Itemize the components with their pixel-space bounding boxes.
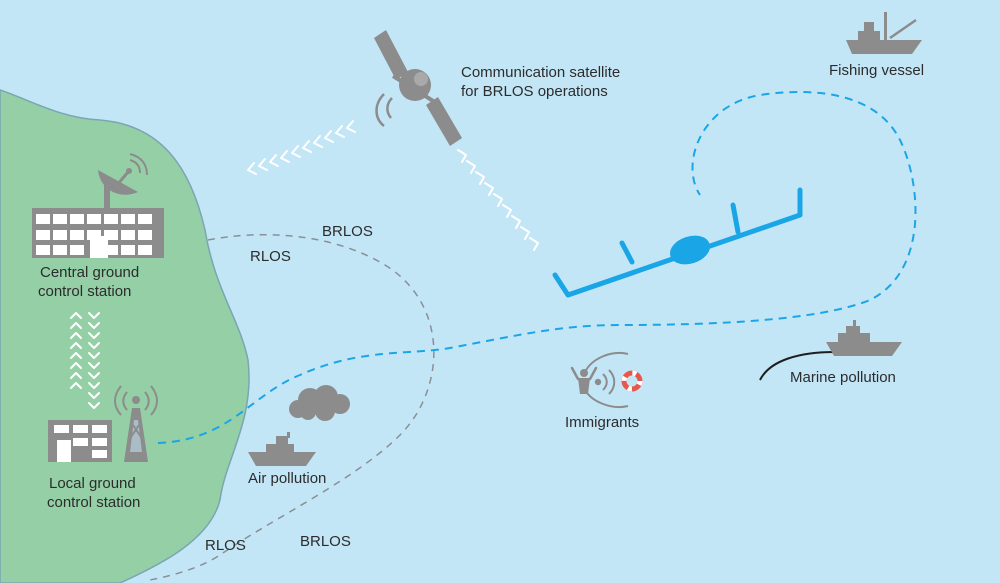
rlos-label-top: RLOS (250, 248, 291, 265)
local-station-building-icon (48, 420, 112, 462)
satellite-icon (374, 30, 462, 146)
central-station-label-line1: Central ground (40, 264, 139, 281)
immigrants-signal-waves (594, 369, 616, 395)
lifebuoy-icon (621, 370, 643, 392)
local-station-label-line2: control station (47, 494, 140, 511)
ship-icon (248, 432, 316, 466)
satellite-dish-icon (98, 153, 148, 210)
drone-flight-path (157, 91, 917, 444)
air-pollution-label: Air pollution (248, 470, 326, 487)
oil-spill-trail (759, 351, 836, 381)
brlos-label-bottom: BRLOS (300, 533, 351, 550)
satellite-signal-right (457, 149, 539, 251)
local-station-label-line1: Local ground (49, 475, 136, 492)
fishing-vessel-label: Fishing vessel (829, 62, 924, 79)
range-boundary-line (149, 233, 435, 581)
radio-tower-icon (114, 385, 158, 462)
satellite-signal-left (247, 120, 356, 175)
fishing-boat-icon (846, 12, 922, 54)
ship-marine-icon (826, 320, 902, 356)
drone-icon (552, 187, 803, 298)
immigrants-label: Immigrants (565, 414, 639, 431)
central-station-building-icon (32, 208, 164, 258)
central-station-label-line2: control station (38, 283, 131, 300)
person-icon (570, 366, 598, 394)
satellite-label-line2: for BRLOS operations (461, 83, 608, 100)
station-link-down (88, 312, 100, 409)
satellite-label-line1: Communication satellite (461, 64, 620, 81)
cloud-icon (289, 385, 350, 421)
rlos-label-bottom: RLOS (205, 537, 246, 554)
marine-pollution-label: Marine pollution (790, 369, 896, 386)
station-link-up (70, 312, 82, 389)
brlos-label-top: BRLOS (322, 223, 373, 240)
